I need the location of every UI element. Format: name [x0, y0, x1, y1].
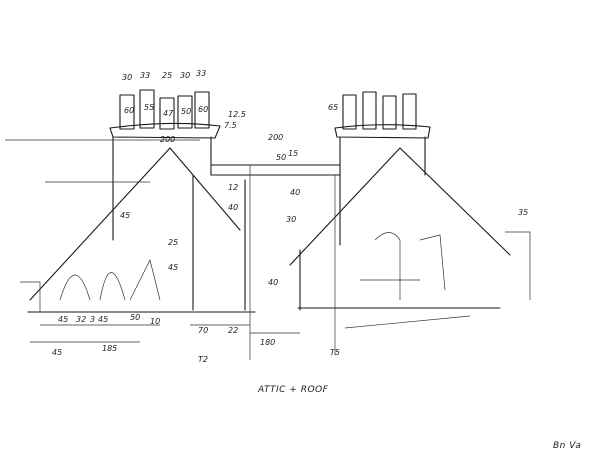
dim-label: 50	[130, 313, 140, 322]
drawing-title: ATTIC + ROOF	[257, 385, 329, 395]
dim-label: 25	[162, 71, 172, 80]
dim-label: 30	[122, 73, 132, 82]
section-mark: T5	[330, 348, 340, 357]
dim-label: 40	[228, 203, 238, 212]
dim-label: 47	[163, 109, 174, 118]
dim-label: 200	[268, 133, 283, 142]
dim-label: 40	[290, 188, 300, 197]
dim-label: 65	[328, 103, 338, 112]
dim-label: 30	[286, 215, 296, 224]
dim-label: 185	[102, 344, 117, 353]
right-roof	[289, 147, 511, 266]
dim-label: 10	[150, 317, 160, 326]
dim-label: 60	[124, 106, 134, 115]
dim-label: 33	[140, 71, 150, 80]
dim-label: 35	[518, 208, 528, 217]
dim-label: 70	[198, 326, 208, 335]
artist-signature: Bn Va	[553, 441, 581, 451]
right-chimney	[334, 91, 431, 246]
dim-label: 40	[268, 278, 278, 287]
dim-label: 50	[276, 153, 286, 162]
dim-label: 55	[144, 103, 154, 112]
dim-label: 33	[196, 69, 206, 78]
dim-label: 45	[120, 211, 130, 220]
dim-label: 50	[181, 107, 191, 116]
dim-label: 15	[288, 149, 298, 158]
dim-label: 30	[180, 71, 190, 80]
middle-gutter	[210, 164, 341, 176]
dim-label: 3	[90, 315, 95, 324]
left-chimney	[109, 89, 221, 241]
dim-label: 60	[198, 105, 208, 114]
dim-label: 45	[52, 348, 62, 357]
dim-label: 32	[76, 315, 86, 324]
section-mark: T2	[198, 355, 208, 364]
dim-label: 180	[260, 338, 275, 347]
dim-label: 22	[228, 326, 238, 335]
dim-label: 12.5	[228, 110, 246, 119]
left-roof	[29, 147, 241, 301]
dim-label: 45	[168, 263, 178, 272]
dim-label: 200	[160, 135, 175, 144]
dim-label: 45	[98, 315, 108, 324]
dim-label: 7.5	[224, 121, 237, 130]
dim-label: 12	[228, 183, 238, 192]
dim-label: 45	[58, 315, 68, 324]
dim-label: 25	[168, 238, 178, 247]
